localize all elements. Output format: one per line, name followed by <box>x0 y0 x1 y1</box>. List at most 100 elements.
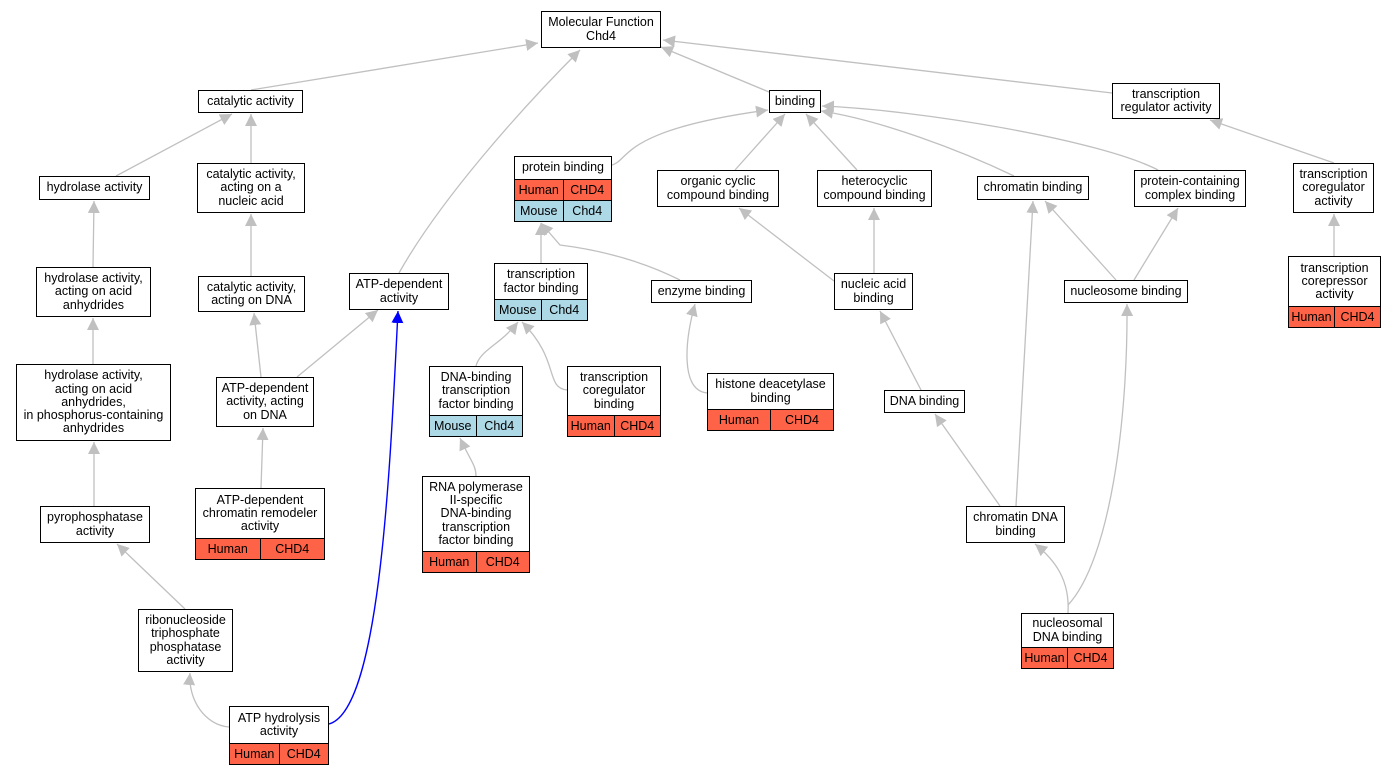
edge-treg-to-mf <box>662 35 1113 94</box>
node-catalytic[interactable]: catalytic activity <box>198 90 303 113</box>
node-chrom-dna[interactable]: chromatin DNA binding <box>966 506 1065 543</box>
node-hyd-anhyd[interactable]: hydrolase activity, acting on acid anhyd… <box>36 267 151 317</box>
species-cell: Mouse <box>433 419 472 433</box>
node-remodeler[interactable]: ATP-dependent chromatin remodeler activi… <box>195 488 325 560</box>
node-label: transcription coregulator activity <box>1299 167 1368 208</box>
node-chromatin[interactable]: chromatin binding <box>977 176 1089 200</box>
edge-dna-binding-to-nucleic <box>879 310 922 391</box>
node-hyd-phos[interactable]: hydrolase activity, acting on acid anhyd… <box>16 364 171 441</box>
node-label: RNA polymerase II-specific DNA-binding t… <box>429 479 523 547</box>
species-cell: Human <box>234 747 275 761</box>
node-label: chromatin DNA binding <box>973 510 1058 538</box>
edge-atp-hyd-to-atp-dep <box>328 310 404 725</box>
node-atp-dep[interactable]: ATP-dependent activity <box>349 273 449 310</box>
node-tcoreg-act[interactable]: transcription coregulator activity <box>1293 163 1374 213</box>
edge-binding-to-mf <box>660 46 770 93</box>
node-pcc[interactable]: protein-containing complex binding <box>1134 170 1246 207</box>
node-mf[interactable]: Molecular Function Chd4 <box>541 11 661 48</box>
edge-nucleosomal-to-chrom-dna <box>1034 543 1069 614</box>
gene-cell: CHD4 <box>1334 307 1380 327</box>
gene-cell: CHD4 <box>259 539 325 559</box>
node-label: ATP hydrolysis activity <box>237 710 321 738</box>
node-label: protein binding <box>521 160 604 175</box>
edge-hydrolase-to-catalytic <box>115 113 233 177</box>
node-binding[interactable]: binding <box>769 90 821 113</box>
node-nucleosome[interactable]: nucleosome binding <box>1064 280 1188 303</box>
species-cell: Human <box>518 183 559 197</box>
gene-cell: Chd4 <box>562 201 612 221</box>
node-label: histone deacetylase binding <box>715 377 826 405</box>
edge-nucleosomal-to-nucleosome <box>1067 303 1134 606</box>
node-label: transcription factor binding <box>503 267 579 295</box>
node-cat-nucleic[interactable]: catalytic activity, acting on a nucleic … <box>197 163 305 213</box>
edge-enzyme-to-protein-binding <box>540 222 681 281</box>
gene-cell: CHD4 <box>613 416 661 436</box>
node-pyro[interactable]: pyrophosphatase activity <box>40 506 150 543</box>
species-cell: Mouse <box>498 303 537 317</box>
node-label: hydrolase activity, acting on acid anhyd… <box>23 368 164 436</box>
node-label: hydrolase activity <box>46 180 143 195</box>
gene-cell: CHD4 <box>278 744 329 764</box>
node-treg[interactable]: transcription regulator activity <box>1112 83 1220 119</box>
species-cell: Human <box>570 419 611 433</box>
node-dbtf[interactable]: DNA-binding transcription factor binding… <box>429 366 523 437</box>
node-atp-dna[interactable]: ATP-dependent activity, acting on DNA <box>216 377 314 427</box>
node-ribo[interactable]: ribonucleoside triphosphate phosphatase … <box>138 609 233 672</box>
node-enzyme[interactable]: enzyme binding <box>651 280 752 303</box>
gene-cell: CHD4 <box>1067 648 1113 668</box>
node-label: ATP-dependent activity <box>355 277 443 305</box>
annotation-row: Mouse Chd4 <box>515 200 611 221</box>
edge-nucleosome-to-chromatin <box>1044 200 1117 281</box>
node-cat-dna[interactable]: catalytic activity, acting on DNA <box>198 276 305 312</box>
node-nucleic[interactable]: nucleic acid binding <box>834 273 913 310</box>
edge-hdac-to-enzyme <box>686 303 708 394</box>
node-rnapol[interactable]: RNA polymerase II-specific DNA-binding t… <box>422 476 530 573</box>
node-hydrolase[interactable]: hydrolase activity <box>39 176 150 200</box>
node-label: ATP-dependent activity, acting on DNA <box>221 381 309 422</box>
node-label: catalytic activity <box>207 93 294 108</box>
species-cell: Mouse <box>519 204 558 218</box>
edge-nucleosome-to-pcc <box>1133 207 1179 281</box>
edge-atp-hyd-to-ribo <box>183 672 230 728</box>
species-cell: Human <box>1024 651 1065 665</box>
edge-dbtf-to-tf-binding <box>475 321 519 367</box>
gene-cell: CHD4 <box>562 180 612 200</box>
node-dna-binding[interactable]: DNA binding <box>884 390 965 413</box>
node-heterocyclic[interactable]: heterocyclic compound binding <box>817 170 932 207</box>
edge-hyd-anhyd-to-hydrolase <box>87 200 100 268</box>
species-cell: Human <box>1291 310 1332 324</box>
gene-cell: Chd4 <box>540 300 588 320</box>
node-label: transcription corepressor activity <box>1300 260 1369 302</box>
edge-ribo-to-pyro <box>116 543 186 610</box>
edge-catalytic-to-mf <box>250 39 539 91</box>
edge-tcoreg-bind-to-tf-binding <box>521 321 568 391</box>
node-label: heterocyclic compound binding <box>823 174 926 202</box>
node-label: ribonucleoside triphosphate phosphatase … <box>145 612 226 667</box>
node-label: catalytic activity, acting on DNA <box>206 279 297 307</box>
node-label: DNA-binding transcription factor binding <box>438 370 514 411</box>
node-label: binding <box>774 93 816 108</box>
gene-cell: CHD4 <box>475 552 530 572</box>
species-cell: Human <box>429 555 470 569</box>
edge-organic-to-binding <box>734 113 786 171</box>
node-organic[interactable]: organic cyclic compound binding <box>657 170 779 207</box>
gene-cell: CHD4 <box>770 410 833 430</box>
node-label: protein-containing complex binding <box>1140 174 1240 202</box>
